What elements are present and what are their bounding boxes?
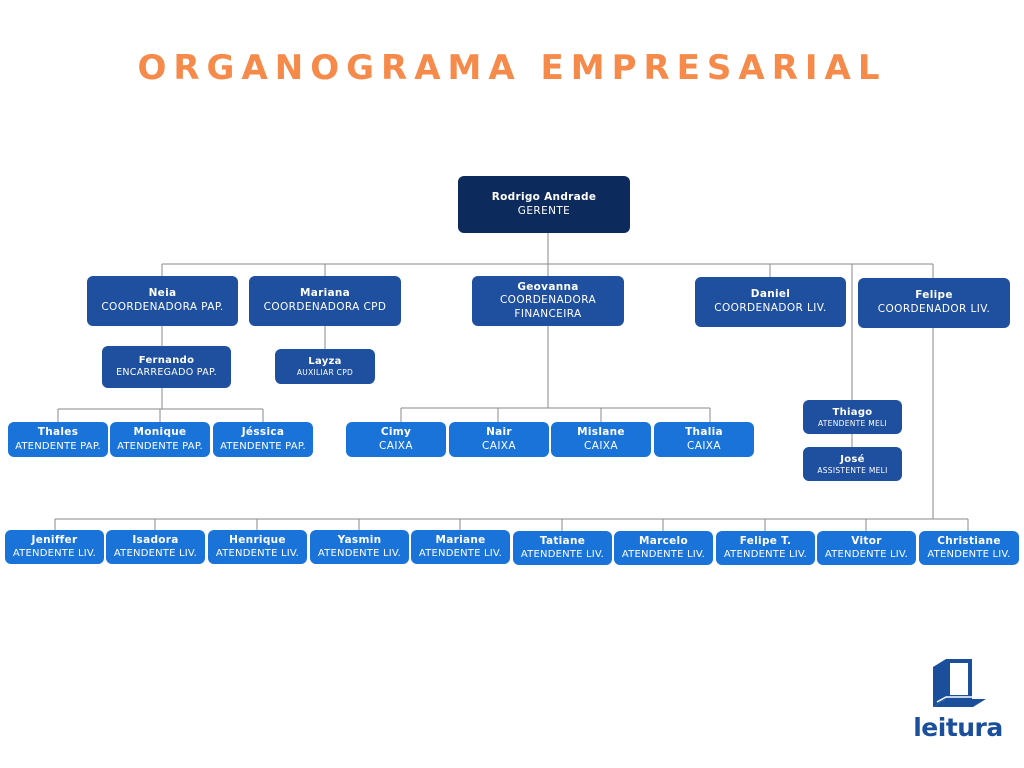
org-node-coordinator: Daniel COORDENADOR LIV. xyxy=(695,277,846,327)
node-name: Jéssica xyxy=(241,426,285,439)
org-node-staff: Jeniffer ATENDENTE LIV. xyxy=(5,530,104,564)
node-role: ATENDENTE LIV. xyxy=(824,549,909,561)
org-node-staff: Cimy CAIXA xyxy=(346,422,446,457)
org-node-supervisor: Fernando ENCARREGADO PAP. xyxy=(102,346,231,388)
node-name: Geovanna xyxy=(517,280,579,293)
node-role: CAIXA xyxy=(584,439,618,452)
org-node-staff: Felipe T. ATENDENTE LIV. xyxy=(716,531,815,565)
node-name: Daniel xyxy=(750,288,791,301)
node-name: Thalia xyxy=(685,425,723,438)
org-node-staff: Mislane CAIXA xyxy=(551,422,651,457)
org-node-staff: Marcelo ATENDENTE LIV. xyxy=(614,531,713,565)
org-node-staff: Thalia CAIXA xyxy=(654,422,754,457)
node-name: Fernando xyxy=(138,355,195,367)
node-role: ATENDENTE MELI xyxy=(817,418,888,428)
node-role: COORDENADORA FINANCEIRA xyxy=(499,294,597,320)
node-role: ATENDENTE PAP. xyxy=(117,440,203,452)
node-name: Thiago xyxy=(832,406,873,418)
node-role: CAIXA xyxy=(379,439,413,452)
org-node-staff: Isadora ATENDENTE LIV. xyxy=(106,530,205,564)
node-name: Neia xyxy=(148,287,177,300)
node-role: GERENTE xyxy=(517,204,571,217)
org-node-staff: Thiago ATENDENTE MELI xyxy=(803,400,902,434)
org-node-staff: Vitor ATENDENTE LIV. xyxy=(817,531,916,565)
org-node-staff: José ASSISTENTE MELI xyxy=(803,447,902,481)
node-role: COORDENADORA CPD xyxy=(263,301,387,313)
org-node-staff: Thales ATENDENTE PAP. xyxy=(8,422,108,457)
org-node-staff: Henrique ATENDENTE LIV. xyxy=(208,530,307,564)
node-role: COORDENADOR LIV. xyxy=(877,303,991,315)
node-role: ATENDENTE LIV. xyxy=(927,549,1011,561)
org-node-coordinator: Mariana COORDENADORA CPD xyxy=(249,276,401,326)
node-role: ATENDENTE LIV. xyxy=(113,548,198,560)
node-role: ATENDENTE PAP. xyxy=(15,440,101,452)
org-node-manager: Rodrigo Andrade GERENTE xyxy=(458,176,630,233)
org-node-coordinator: Felipe COORDENADOR LIV. xyxy=(858,278,1010,328)
node-name: Layza xyxy=(308,356,342,368)
node-name: Tatiane xyxy=(539,534,586,547)
node-role: ENCARREGADO PAP. xyxy=(116,367,217,379)
node-role: AUXILIAR CPD xyxy=(296,368,354,378)
org-node-staff: Yasmin ATENDENTE LIV. xyxy=(310,530,409,564)
node-role: CAIXA xyxy=(482,439,516,452)
node-name: Jeniffer xyxy=(31,533,78,546)
node-name: Thales xyxy=(37,426,79,439)
page-title: ORGANOGRAMA EMPRESARIAL xyxy=(137,48,887,88)
node-role: ATENDENTE LIV. xyxy=(621,549,706,561)
node-name: Monique xyxy=(133,426,187,439)
node-name: Rodrigo Andrade xyxy=(491,190,597,203)
org-node-staff: Monique ATENDENTE PAP. xyxy=(110,422,210,457)
node-name: Mariana xyxy=(299,287,351,300)
book-icon xyxy=(933,659,986,707)
node-name: José xyxy=(840,453,865,465)
logo-text: leitura xyxy=(913,713,1003,742)
org-node-coordinator: Geovanna COORDENADORA FINANCEIRA xyxy=(472,276,624,326)
node-name: Yasmin xyxy=(337,533,382,546)
org-node-staff: Jéssica ATENDENTE PAP. xyxy=(213,422,313,457)
node-role: ATENDENTE PAP. xyxy=(220,440,306,452)
org-node-staff: Tatiane ATENDENTE LIV. xyxy=(513,531,612,565)
node-name: Henrique xyxy=(229,533,286,546)
node-role: COORDENADORA PAP. xyxy=(101,301,224,313)
node-name: Christiane xyxy=(937,534,1001,547)
node-name: Mariane xyxy=(435,533,486,546)
node-name: Vitor xyxy=(851,534,882,547)
node-name: Felipe xyxy=(915,289,953,302)
node-role: CAIXA xyxy=(687,439,721,452)
org-node-staff: Nair CAIXA xyxy=(449,422,549,457)
leitura-logo: leitura xyxy=(906,655,1010,745)
node-role: ATENDENTE LIV. xyxy=(723,549,808,561)
node-role: ATENDENTE LIV. xyxy=(520,549,605,561)
org-node-assistant: Layza AUXILIAR CPD xyxy=(275,349,375,384)
node-role: ATENDENTE LIV. xyxy=(317,548,402,560)
node-name: Nair xyxy=(486,425,512,438)
node-name: Mislane xyxy=(577,425,625,438)
org-node-coordinator: Neia COORDENADORA PAP. xyxy=(87,276,238,326)
node-role: ATENDENTE LIV. xyxy=(418,548,503,560)
org-node-staff: Christiane ATENDENTE LIV. xyxy=(919,531,1019,565)
node-name: Isadora xyxy=(132,533,179,546)
node-role: ASSISTENTE MELI xyxy=(817,465,888,475)
node-name: Felipe T. xyxy=(739,534,792,547)
org-node-staff: Mariane ATENDENTE LIV. xyxy=(411,530,510,564)
node-role: COORDENADOR LIV. xyxy=(714,302,827,314)
node-role: ATENDENTE LIV. xyxy=(12,548,97,560)
node-name: Cimy xyxy=(380,425,412,438)
node-name: Marcelo xyxy=(639,534,688,547)
node-role: ATENDENTE LIV. xyxy=(215,548,300,560)
